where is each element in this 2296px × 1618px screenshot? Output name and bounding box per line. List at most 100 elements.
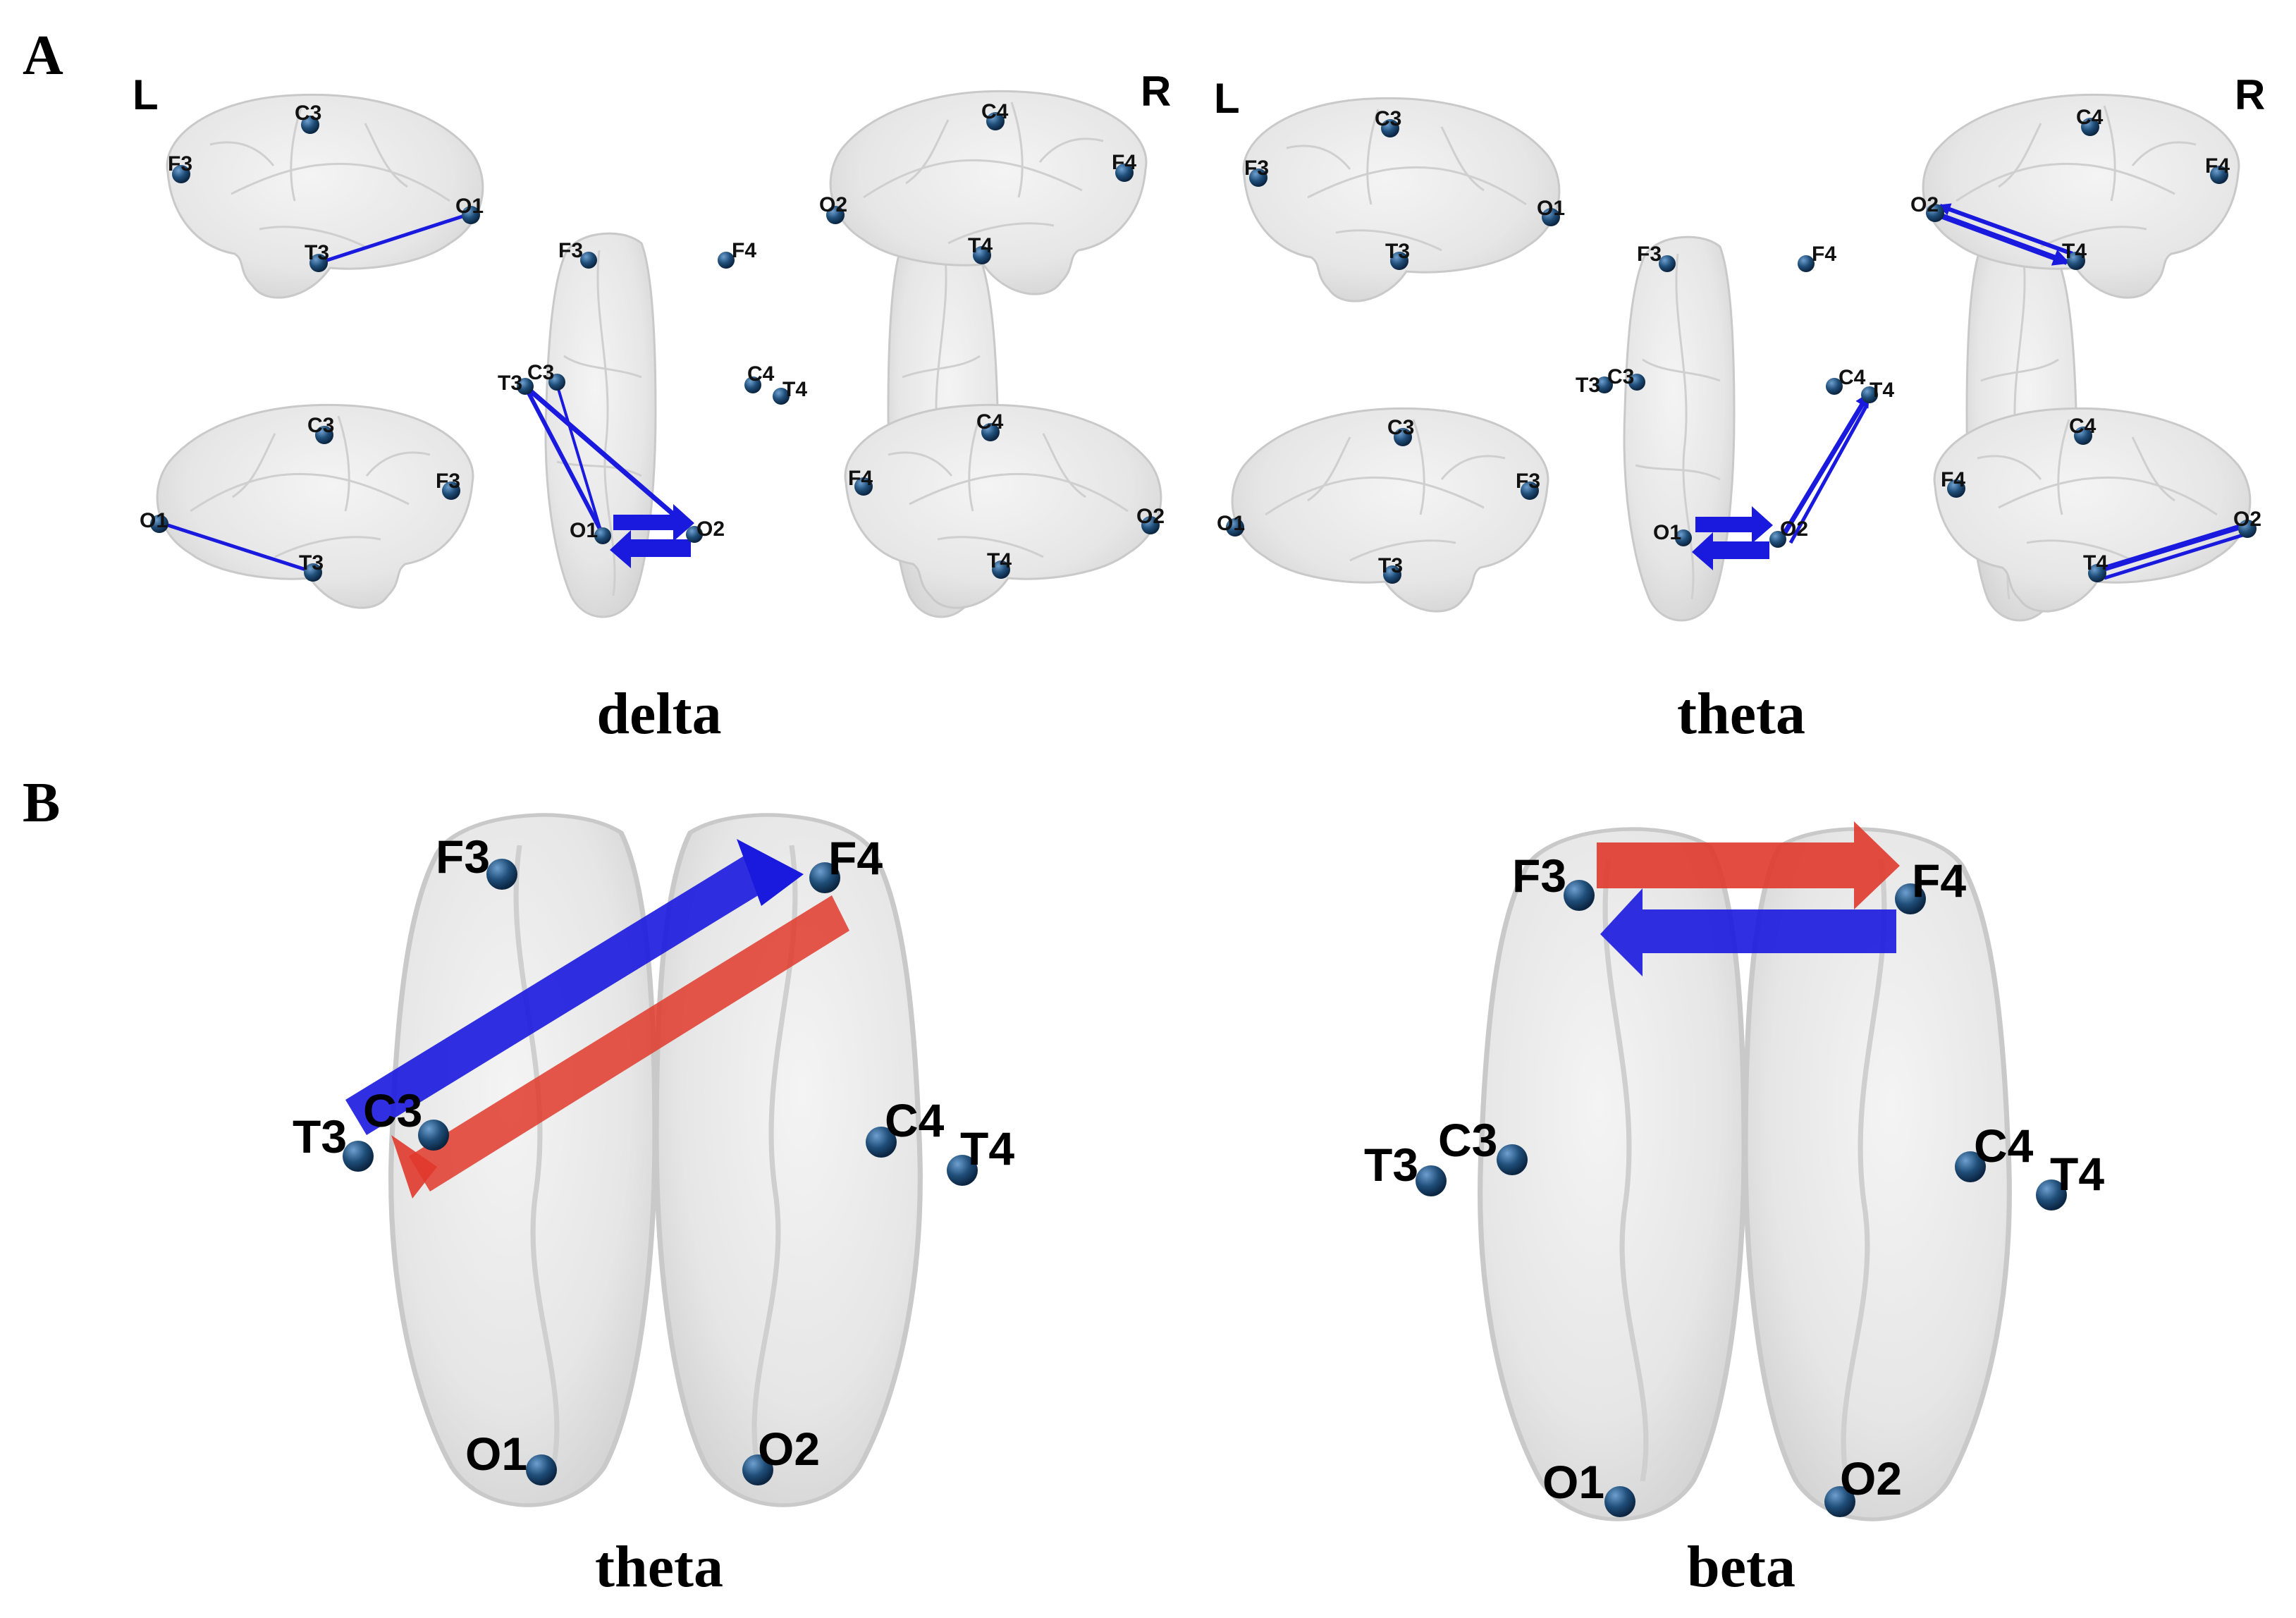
arrow-head (391, 1135, 437, 1199)
electrode-label: O1 (1537, 197, 1565, 220)
arrow-c3-o1 (555, 384, 602, 531)
electrode-label: F3 (1516, 470, 1540, 493)
electrode-label: O1 (570, 519, 598, 542)
band-label-beta: beta (1687, 1534, 1795, 1600)
electrode-label: F3 (436, 470, 460, 493)
electrode-label: O2 (1780, 517, 1808, 541)
electrode-label: O2 (696, 517, 725, 541)
electrode-label: F3 (436, 831, 490, 883)
electrode-c3 (1381, 119, 1399, 137)
arrow-f4-f3 (1600, 888, 1896, 976)
arrow-o2-t4 (1934, 211, 2070, 266)
electrode-label: T4 (968, 234, 993, 257)
arrow-o2-t4 (1780, 392, 1870, 539)
electrode-t3 (517, 378, 534, 395)
panel-a-theta: L R F3 C3 T3 O1 O1 C3 F3 T3 (1214, 71, 2265, 747)
brain-lateral-right-inner: C4 F4 O2 T4 (844, 403, 1165, 609)
arrow-head (737, 839, 804, 906)
electrode-label: F3 (1512, 850, 1566, 902)
electrode-t3 (1596, 376, 1613, 393)
electrode-label: O2 (2233, 508, 2261, 531)
electrode-c4 (2081, 118, 2099, 136)
electrode-label: F4 (2205, 154, 2230, 178)
right-hemisphere-letter: R (2235, 71, 2265, 118)
electrode-label: T4 (960, 1122, 1014, 1175)
left-hemisphere-letter: L (1214, 75, 1240, 122)
electrode-f3 (1521, 482, 1539, 500)
electrode-label: C3 (295, 102, 321, 125)
electrode-t4 (2067, 252, 2085, 270)
arrow-o2-t4 (2104, 532, 2248, 580)
electrode-label: O1 (455, 195, 484, 218)
electrode-f3 (1564, 880, 1595, 911)
electrode-c3 (315, 426, 333, 444)
electrode-label: C4 (747, 362, 775, 386)
electrode-label: F3 (168, 152, 192, 176)
electrode-label: T4 (2083, 551, 2108, 575)
electrode-t4 (773, 388, 790, 405)
electrode-f4 (854, 477, 873, 496)
electrode-t4 (992, 560, 1010, 579)
brain-lateral-left-inner: O1 C3 F3 T3 (140, 403, 474, 609)
electrode-o2 (742, 1454, 773, 1485)
electrode-label: O2 (1136, 505, 1165, 528)
arrow-o2-o1 (1692, 532, 1769, 570)
electrode-c4 (866, 1127, 897, 1158)
electrode-o1 (150, 515, 168, 533)
electrode-label: C4 (2076, 106, 2104, 129)
brain-lateral-left-outer: F3 C3 T3 O1 (166, 93, 484, 299)
electrode-label: O1 (1653, 521, 1681, 544)
electrode-o1 (1604, 1486, 1635, 1517)
band-label-theta: theta (595, 1534, 723, 1600)
electrode-o2 (2238, 520, 2257, 538)
panel-b-beta: F3 F4 T3 C3 C4 T4 O1 O2 beta (1364, 821, 2104, 1600)
electrode-f3 (442, 482, 460, 500)
electrode-f4 (718, 252, 735, 269)
electrode-label: T3 (1378, 554, 1403, 577)
electrode-label: C4 (1838, 366, 1866, 389)
electrode-label: T4 (2050, 1148, 2104, 1200)
electrode-label: F4 (828, 832, 883, 884)
electrode-t3 (1416, 1165, 1447, 1196)
electrode-label: O1 (1542, 1456, 1604, 1508)
electrode-label: C3 (1438, 1114, 1497, 1166)
electrode-c4 (1826, 378, 1843, 395)
electrode-t4 (1861, 386, 1878, 403)
electrode-label: F4 (1812, 243, 1836, 266)
electrode-label: C3 (1375, 107, 1401, 130)
electrode-f3 (172, 165, 190, 183)
brain-lateral-right-inner: C4 F4 O2 T4 (1933, 407, 2261, 613)
electrode-label: F4 (732, 239, 756, 262)
electrode-o2 (1824, 1486, 1855, 1517)
electrode-label: F3 (558, 239, 583, 262)
arrow-o1-o2 (613, 504, 694, 541)
electrode-f4 (2210, 166, 2228, 184)
brain-lateral-left-outer: F3 C3 T3 O1 (1242, 97, 1565, 302)
electrode-t3 (1390, 252, 1408, 270)
electrode-t4 (947, 1155, 978, 1186)
brain-lateral-left-inner: O1 C3 F3 T3 (1217, 407, 1549, 613)
electrode-c4 (2074, 427, 2092, 445)
electrode-f4 (1115, 164, 1134, 182)
electrode-f4 (809, 862, 840, 893)
electrode-c3 (418, 1120, 449, 1151)
electrode-c4 (744, 376, 761, 393)
electrode-o2 (686, 526, 703, 543)
panel-b-theta: F3 F4 T3 C3 C4 T4 O1 O2 theta (293, 813, 1014, 1600)
arrow-t4-o2 (1937, 203, 2074, 256)
electrode-t4 (973, 246, 991, 264)
electrode-label: C3 (363, 1084, 422, 1136)
electrode-f3 (580, 252, 597, 269)
brain-top-view: F3 F4 T3 C3 C4 T4 O1 O2 (1576, 235, 2078, 622)
electrode-c3 (1394, 428, 1412, 446)
electrode-o1 (594, 527, 611, 544)
band-label-theta: theta (1677, 681, 1805, 747)
electrode-c4 (986, 112, 1005, 130)
electrode-o2 (826, 206, 845, 224)
arrow-f3-f4 (1597, 821, 1900, 909)
brain-top-view: F3 F4 T3 C3 C4 T4 O1 O2 (498, 232, 1000, 618)
electrode-f3 (1659, 255, 1676, 272)
electrode-f3 (1249, 168, 1267, 187)
electrode-label: C4 (2069, 415, 2097, 438)
brain-lateral-right-outer: C4 F4 O2 T4 (1910, 93, 2240, 299)
